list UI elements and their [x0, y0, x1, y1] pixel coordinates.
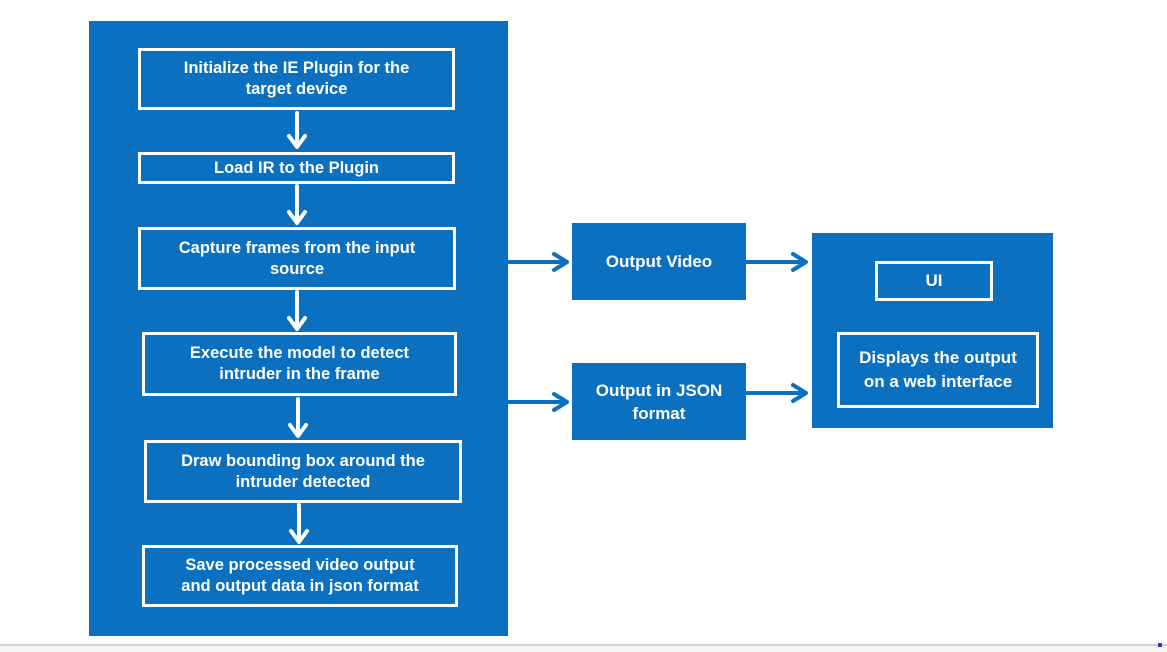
arrow-output-video-to-ui	[745, 252, 808, 272]
flow-step-label: Capture frames from the input source	[178, 238, 416, 278]
flow-step-label: Load IR to the Plugin	[214, 158, 379, 177]
flow-step-label: Save processed video output and output d…	[181, 556, 419, 595]
flow-step-save-output: Save processed video output and output d…	[142, 545, 458, 607]
flow-step-draw-bounding-box: Draw bounding box around the intruder de…	[144, 440, 462, 503]
output-video-box: Output Video	[572, 223, 746, 300]
ui-title-label: UI	[925, 271, 943, 290]
pipeline-panel	[89, 21, 508, 636]
output-video-label: Output Video	[605, 252, 713, 271]
flow-step-initialize-plugin: Initialize the IE Plugin for the target …	[138, 48, 455, 110]
ui-panel	[812, 233, 1053, 428]
flow-step-execute-model: Execute the model to detect intruder in …	[142, 332, 457, 396]
flow-step-label: Initialize the IE Plugin for the target …	[183, 59, 410, 98]
ui-description-label: Displays the output on a web interface	[859, 348, 1017, 391]
output-json-label: Output in JSON format	[595, 380, 723, 423]
arrow-right-to-output-video	[507, 252, 569, 272]
output-json-box: Output in JSON format	[572, 363, 746, 440]
flow-step-load-ir: Load IR to the Plugin	[138, 152, 455, 184]
arrow-output-json-to-ui	[745, 383, 808, 403]
bottom-divider	[0, 644, 1167, 646]
bottom-right-dot	[1158, 643, 1162, 647]
ui-description-box: Displays the output on a web interface	[837, 332, 1039, 408]
arrow-right-to-output-json	[507, 392, 569, 412]
flow-step-capture-frames: Capture frames from the input source	[138, 227, 456, 290]
flow-step-label: Execute the model to detect intruder in …	[189, 344, 410, 383]
bottom-strip	[0, 646, 1167, 652]
flow-step-label: Draw bounding box around the intruder de…	[181, 451, 425, 491]
ui-title-box: UI	[875, 261, 993, 301]
